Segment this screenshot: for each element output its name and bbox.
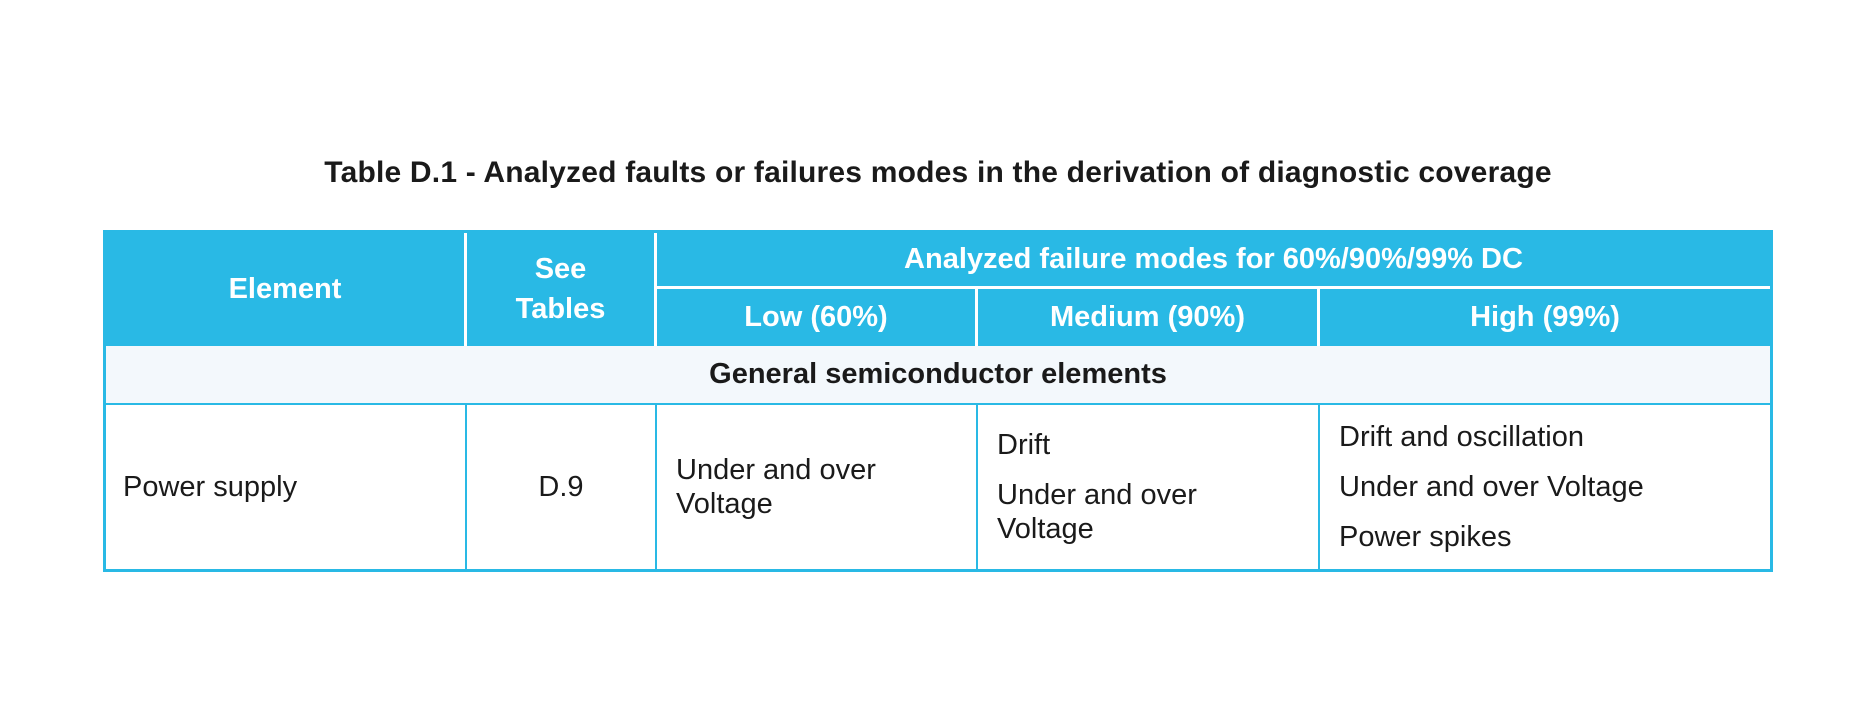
header-see-tables-line1: See (534, 253, 587, 286)
header-element: Element (106, 233, 467, 346)
cell-medium-failure-modes: Drift Under and over Voltage (978, 405, 1320, 569)
header-analyzed-failure-modes: Analyzed failure modes for 60%/90%/99% D… (657, 233, 1770, 289)
header-medium-90: Medium (90%) (978, 289, 1320, 346)
cell-high-failure-modes: Drift and oscillation Under and over Vol… (1320, 405, 1770, 569)
failure-mode-item: Drift (997, 428, 1051, 461)
failure-mode-item: Under and over Voltage (1339, 470, 1644, 503)
cell-see-tables-ref: D.9 (467, 405, 657, 569)
header-low-60: Low (60%) (657, 289, 978, 346)
header-see-tables-line2: Tables (515, 292, 606, 325)
table-title: Table D.1 - Analyzed faults or failures … (324, 156, 1552, 189)
section-row-general-semiconductor-elements: General semiconductor elements (106, 346, 1770, 405)
failure-mode-item: Drift and oscillation (1339, 420, 1584, 453)
cell-low-failure-modes: Under and over Voltage (657, 405, 978, 569)
failure-mode-item: Under and over Voltage (997, 478, 1197, 546)
failure-modes-table: Element See Tables Analyzed failure mode… (103, 230, 1773, 572)
cell-element-power-supply: Power supply (106, 405, 467, 569)
header-see-tables: See Tables (467, 233, 657, 346)
failure-mode-item: Power spikes (1339, 521, 1512, 554)
failure-mode-item: Under and over Voltage (676, 453, 876, 520)
header-high-99: High (99%) (1320, 289, 1770, 346)
